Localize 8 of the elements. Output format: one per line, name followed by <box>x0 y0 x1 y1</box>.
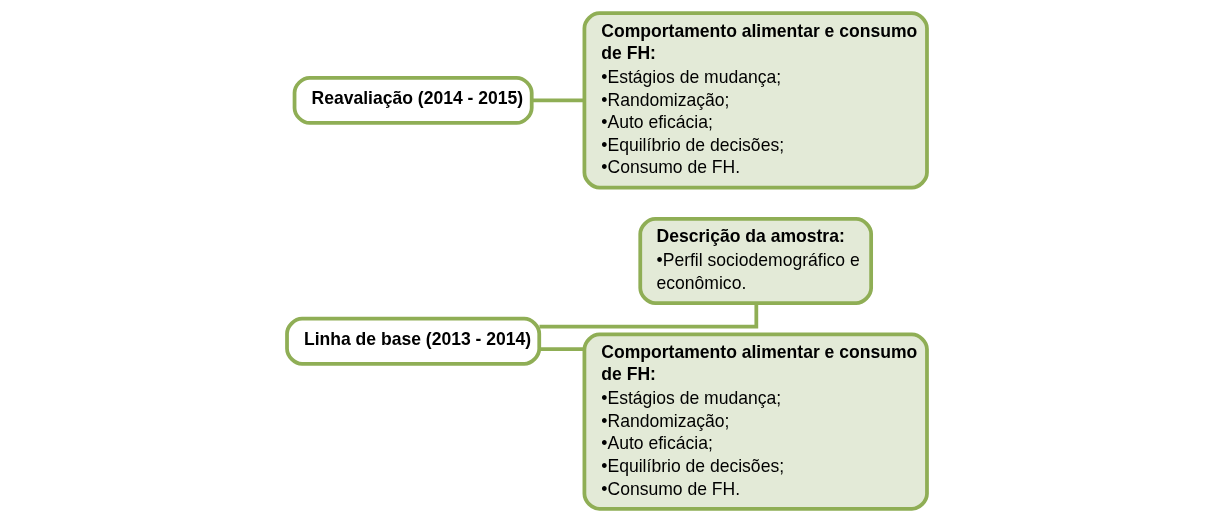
connector <box>532 98 584 103</box>
node-box: Reavaliação (2014 - 2015) <box>292 75 534 125</box>
node-box: Comportamento alimentar e consumo de FH: •Estágios de mudança; •Randomização; •Auto eficácia; •Equilíbrio de decisões; •Consumo de FH. <box>582 11 929 190</box>
connector <box>539 347 585 352</box>
connector <box>539 303 759 329</box>
node-box: Linha de base (2013 - 2014) <box>285 316 542 366</box>
node-box: Comportamento alimentar e consumo de FH: •Estágios de mudança; •Randomização; •Auto eficácia; •Equilíbrio de decisões; •Consumo de FH. <box>582 332 929 511</box>
node-box: Descrição da amostra: •Perfil sociodemográfico e econômico. <box>638 217 873 305</box>
